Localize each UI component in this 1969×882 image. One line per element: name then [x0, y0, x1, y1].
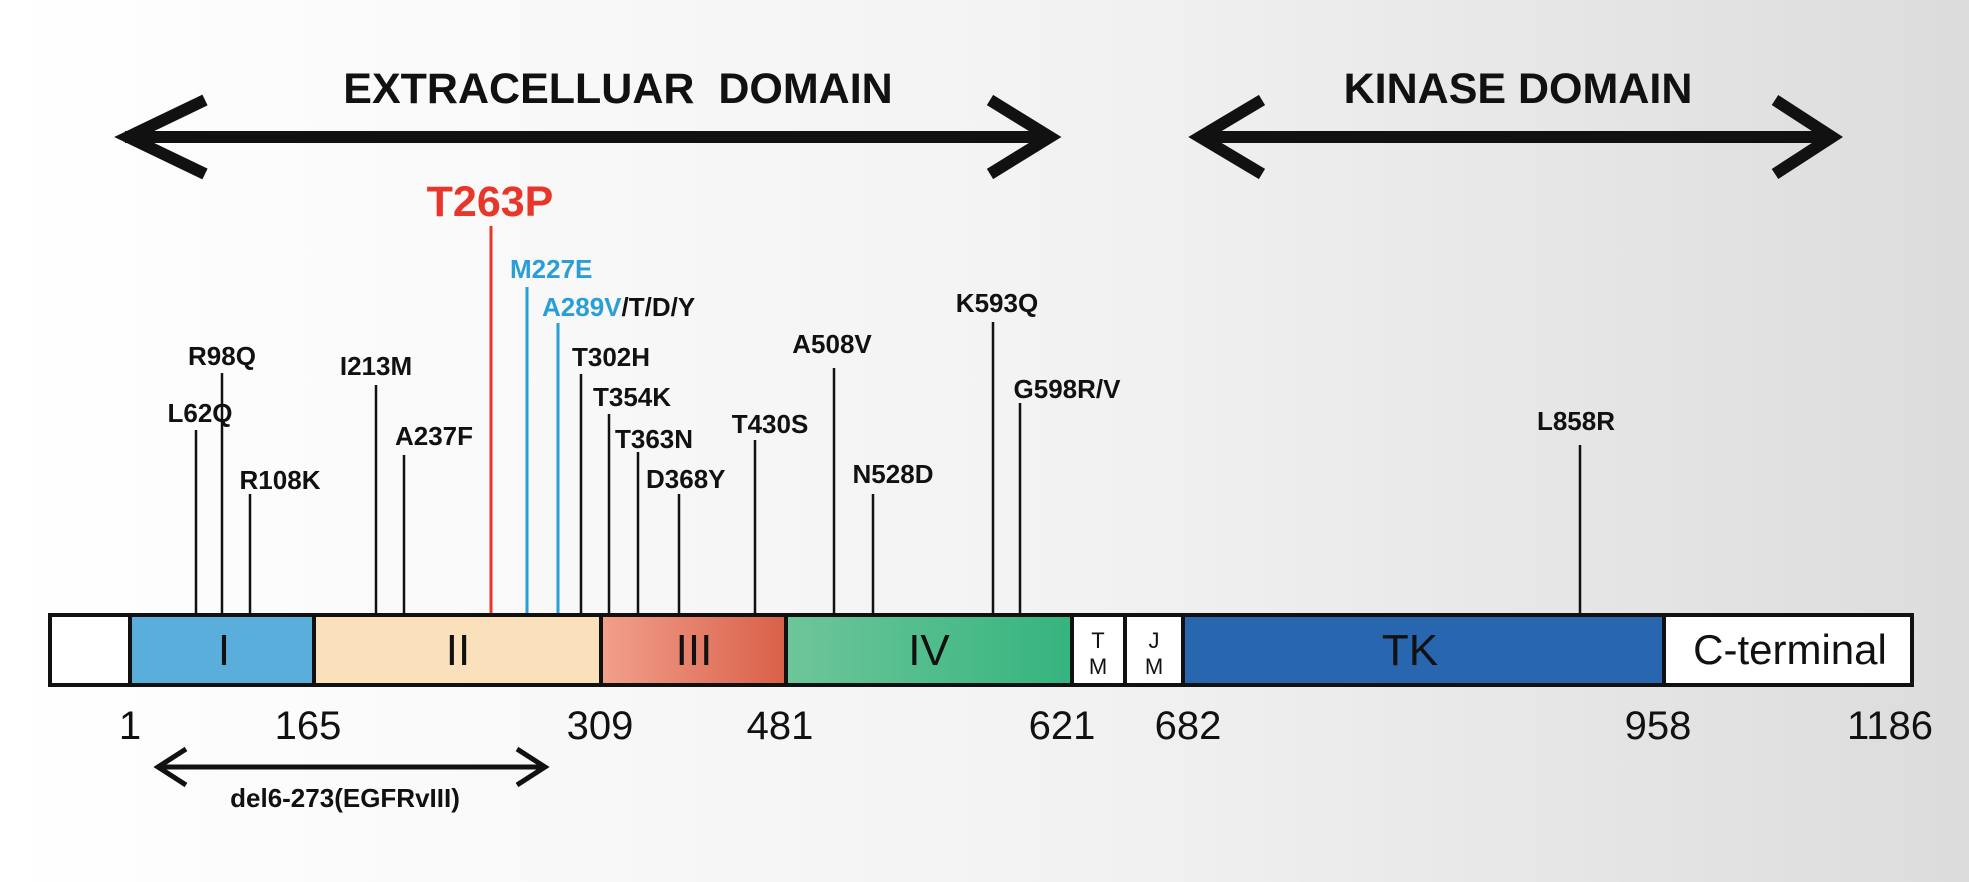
mutation-label-a289v: A289V/T/D/Y: [542, 292, 695, 322]
mutation-label-a237f: A237F: [395, 421, 473, 451]
mutation-label-a508v: A508V: [792, 329, 872, 359]
mutation-label-t302h: T302H: [572, 342, 650, 372]
mutation-label-r108k: R108K: [240, 465, 321, 495]
mutation-label-n528d: N528D: [853, 459, 934, 489]
mutation-label-t363n: T363N: [615, 424, 693, 454]
kinase-domain-arrow: KINASE DOMAIN: [1188, 65, 1844, 180]
position-scale: 1 165 309 481 621 682 958 1186: [119, 704, 1933, 748]
deletion-label: del6-273(EGFRvIII): [230, 783, 460, 813]
mutation-suffix: /T/D/Y: [622, 292, 696, 322]
segment-domain-iii: [599, 613, 788, 687]
mutation-label-t430s: T430S: [732, 409, 809, 439]
segment-domain-iv: [784, 613, 1074, 687]
segment-tk: [1181, 613, 1666, 687]
segment-label-iii: III: [676, 626, 713, 675]
mutation-label-t354k: T354K: [593, 382, 671, 412]
mutation-label-t263p: T263P: [427, 178, 554, 226]
segment-label-tk: TK: [1382, 626, 1438, 675]
segment-label-iv: IV: [908, 626, 950, 675]
position-label: 621: [1029, 704, 1096, 748]
extracellular-domain-label: EXTRACELLUAR DOMAIN: [343, 65, 892, 113]
segment-label-c-term: C-terminal: [1693, 626, 1887, 673]
mutation-label-l858r: L858R: [1537, 406, 1615, 436]
segment-c-term: [1662, 613, 1914, 687]
segment-label-i: I: [218, 626, 230, 675]
segment-label-ii: II: [446, 626, 470, 675]
segment-jm: [1123, 613, 1185, 687]
mutation-label-g598r: G598R/V: [1014, 374, 1122, 404]
deletion-arrow: del6-273(EGFRvIII): [153, 746, 550, 813]
kinase-domain-label: KINASE DOMAIN: [1344, 65, 1693, 113]
mutation-markers: L62QR98QR108KI213MA237FT263PM227EA289V/T…: [167, 178, 1615, 615]
segment-tm: [1070, 613, 1127, 687]
mutation-label-d368y: D368Y: [646, 464, 726, 494]
segment-domain-i: [128, 613, 316, 687]
position-label: 682: [1155, 704, 1222, 748]
extracellular-domain-arrow: EXTRACELLUAR DOMAIN: [114, 65, 1062, 180]
segment-domain-ii: [312, 613, 603, 687]
position-label: 1186: [1847, 704, 1933, 748]
mutation-label-r98q: R98Q: [188, 341, 256, 371]
mutation-label-i213m: I213M: [340, 351, 412, 381]
mutation-label-k593q: K593Q: [956, 288, 1038, 318]
segment-n-term: [48, 613, 132, 687]
position-label: 165: [275, 704, 342, 748]
position-label: 309: [567, 704, 634, 748]
mutation-label-m227e: M227E: [510, 254, 592, 284]
position-label: 481: [747, 704, 814, 748]
position-label: 1: [119, 704, 141, 748]
position-label: 958: [1625, 704, 1692, 748]
